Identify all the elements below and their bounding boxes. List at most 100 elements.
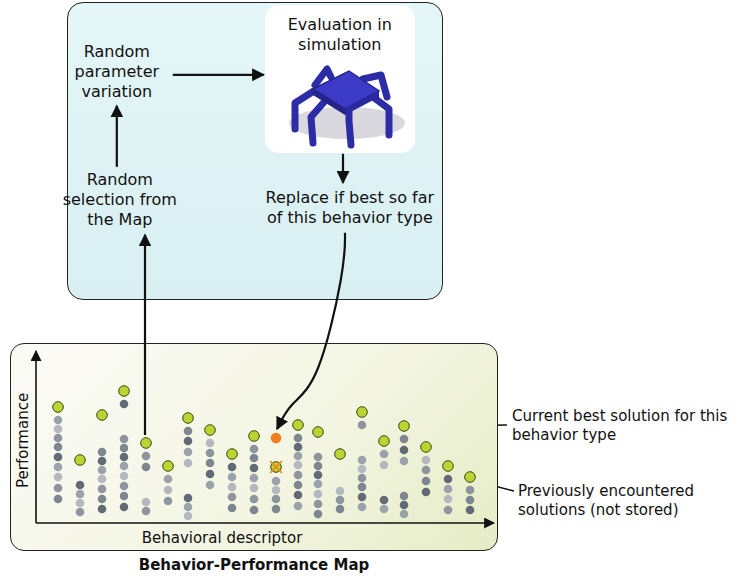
best-solution-dot xyxy=(465,472,476,483)
previous-solution-dot xyxy=(54,495,63,504)
loop-panel: Random parameter variationEvaluation in … xyxy=(67,2,443,300)
best-solution-dot xyxy=(97,410,108,421)
previous-solution-dot xyxy=(184,512,193,521)
replaced-cross xyxy=(270,461,282,473)
label-holder: Behavioral descriptor xyxy=(122,529,322,548)
axis-label: Behavioral descriptor xyxy=(122,529,322,548)
previous-solution-dot xyxy=(120,503,129,512)
robot-leg xyxy=(311,101,325,143)
previous-solution-dot xyxy=(294,452,303,461)
previous-solution-dot xyxy=(314,480,323,489)
previous-solution-dot xyxy=(358,503,367,512)
best-solution-dot xyxy=(183,413,194,424)
flow-arrow xyxy=(173,74,264,76)
best-solution-dot xyxy=(119,386,130,397)
previous-solution-dot xyxy=(228,473,237,482)
previous-solution-dot xyxy=(380,496,389,505)
flow-arrow xyxy=(116,106,118,167)
previous-solution-dot xyxy=(336,496,345,505)
previous-solution-dot xyxy=(422,466,431,475)
previous-solution-dot xyxy=(272,505,281,514)
previous-solution-dot xyxy=(164,475,173,484)
previous-solution-dot xyxy=(120,482,129,491)
node-text: Replace if best so far of this behavior … xyxy=(261,188,439,228)
robot-leg xyxy=(373,97,389,135)
previous-solution-dot xyxy=(54,416,63,425)
process-label: Random selection from the Map xyxy=(54,170,186,230)
previous-solution-dot xyxy=(228,504,237,513)
axis-label: Performance xyxy=(14,380,33,500)
previous-solution-dot xyxy=(54,473,63,482)
label-holder: Previously encountered solutions (not st… xyxy=(518,482,744,520)
simulation-box: Evaluation in simulation xyxy=(265,5,415,153)
previous-solution-dot xyxy=(400,446,409,455)
previous-solution-dot xyxy=(444,475,453,484)
previous-solution-dot xyxy=(314,510,323,519)
previous-solution-dot xyxy=(250,474,259,483)
robot-body-side xyxy=(313,89,345,115)
best-solution-dot xyxy=(357,407,368,418)
previous-solution-dot xyxy=(120,462,129,471)
best-solution-dot xyxy=(163,461,174,472)
previous-solution-dot xyxy=(380,505,389,514)
previous-solution-dot xyxy=(314,500,323,509)
robot-body xyxy=(313,71,379,109)
node-text: Random selection from the Map xyxy=(54,170,186,230)
best-solution-dot xyxy=(313,427,324,438)
previous-solution-dot xyxy=(294,491,303,500)
previous-solution-dot xyxy=(314,453,323,462)
previous-solution-dot xyxy=(272,495,281,504)
previous-solution-dot xyxy=(314,462,323,471)
previous-solution-dot xyxy=(76,481,85,490)
previous-solution-dot xyxy=(54,453,63,462)
previous-solution-dot xyxy=(142,507,151,516)
best-solution-dot xyxy=(205,425,216,436)
label-holder: Current best solution for this behavior … xyxy=(512,407,744,445)
callout-note: Current best solution for this behavior … xyxy=(512,407,744,445)
previous-solution-dot xyxy=(358,493,367,502)
previous-solution-dot xyxy=(54,484,63,493)
previous-solution-dot xyxy=(76,508,85,517)
node-text: Evaluation in simulation xyxy=(265,5,415,55)
previous-solution-dot xyxy=(228,483,237,492)
chart-group xyxy=(36,351,494,523)
replaced-cross xyxy=(270,461,282,473)
previous-solution-dot xyxy=(250,454,259,463)
previous-solution-dot xyxy=(336,487,345,496)
previous-solution-dot xyxy=(422,488,431,497)
previous-solution-dot xyxy=(98,457,107,466)
best-solution-dot xyxy=(443,461,454,472)
previous-solution-dot xyxy=(120,453,129,462)
previous-solution-dot xyxy=(184,448,193,457)
previous-solution-dot xyxy=(444,506,453,515)
previous-solution-dot xyxy=(294,461,303,470)
previous-solution-dot xyxy=(466,486,475,495)
previous-solution-dot xyxy=(358,474,367,483)
previous-solution-dot xyxy=(272,477,281,486)
previous-solution-dot xyxy=(358,465,367,474)
best-solution-dot xyxy=(421,442,432,453)
previous-solution-dot xyxy=(422,477,431,486)
previous-solution-dot xyxy=(184,494,193,503)
previous-solution-dot xyxy=(120,444,129,453)
robot-body-side xyxy=(345,91,379,115)
previous-solution-dot xyxy=(400,510,409,519)
previous-solution-dot xyxy=(380,450,389,459)
previous-solution-dot xyxy=(250,445,259,454)
previous-solution-dot xyxy=(184,437,193,446)
label-holder: Performance xyxy=(0,431,83,450)
previous-solution-dot xyxy=(206,470,215,479)
previous-solution-dot xyxy=(250,495,259,504)
previous-solution-dot xyxy=(120,435,129,444)
performance-chart xyxy=(10,343,498,551)
previous-solution-dot xyxy=(400,492,409,501)
map-caption: Behavior-Performance Map xyxy=(11,556,497,575)
previous-solution-dot xyxy=(98,485,107,494)
flow-arrow xyxy=(144,235,146,435)
previous-solution-dot xyxy=(54,443,63,452)
best-solution-dot xyxy=(335,449,346,460)
previous-solution-dot xyxy=(142,452,151,461)
previous-solution-dot xyxy=(184,459,193,468)
